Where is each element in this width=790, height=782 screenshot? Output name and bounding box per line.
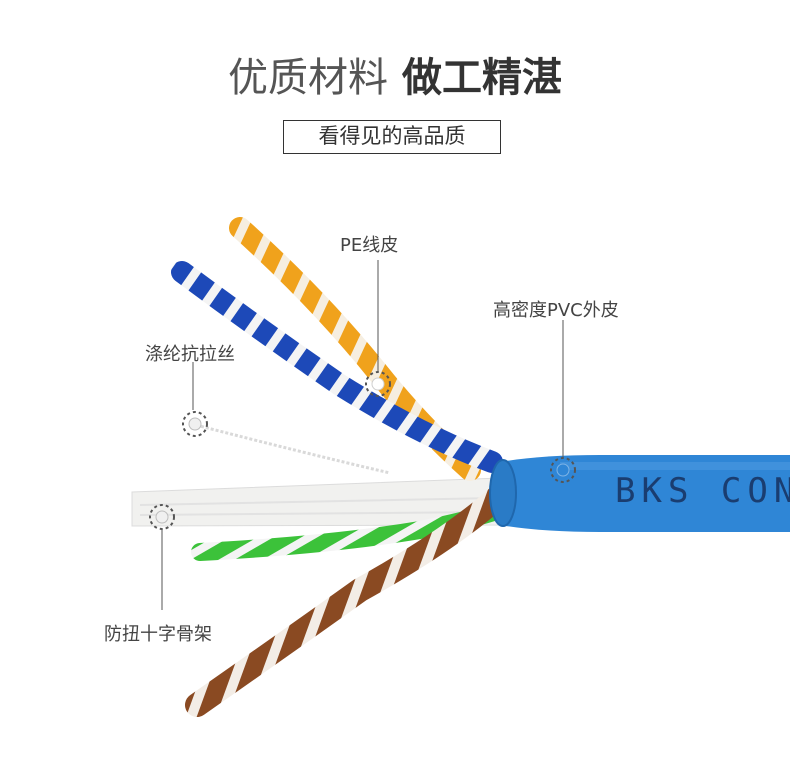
pvc-jacket-end: [489, 459, 517, 527]
pe-marker: [365, 371, 391, 397]
ripcord-label: 涤纶抗拉丝: [145, 344, 235, 365]
pvc-jacket-highlight: [560, 462, 790, 470]
poly-marker: [182, 411, 208, 437]
headline-bold: 做工精湛: [402, 55, 562, 101]
cross-filler-shade: [139, 497, 496, 516]
headline: 优质材料做工精湛: [0, 52, 790, 104]
cross-filler-label: 防扭十字骨架: [104, 624, 212, 645]
ripcord: [195, 423, 391, 475]
pvc-jacket: [495, 455, 790, 532]
pvc-marker: [550, 457, 576, 483]
blue-pair: [171, 261, 503, 473]
headline-light: 优质材料: [228, 55, 388, 101]
subtitle-text: 看得见的高品质: [318, 124, 466, 148]
jacket-print: BKS CON: [615, 471, 790, 511]
pe-insulation-label: PE线皮: [340, 235, 399, 256]
subtitle-box: 看得见的高品质: [283, 120, 501, 154]
brown-pair: [185, 483, 512, 717]
cross-marker: [149, 504, 175, 530]
pvc-jacket-label: 高密度PVC外皮: [493, 300, 619, 321]
